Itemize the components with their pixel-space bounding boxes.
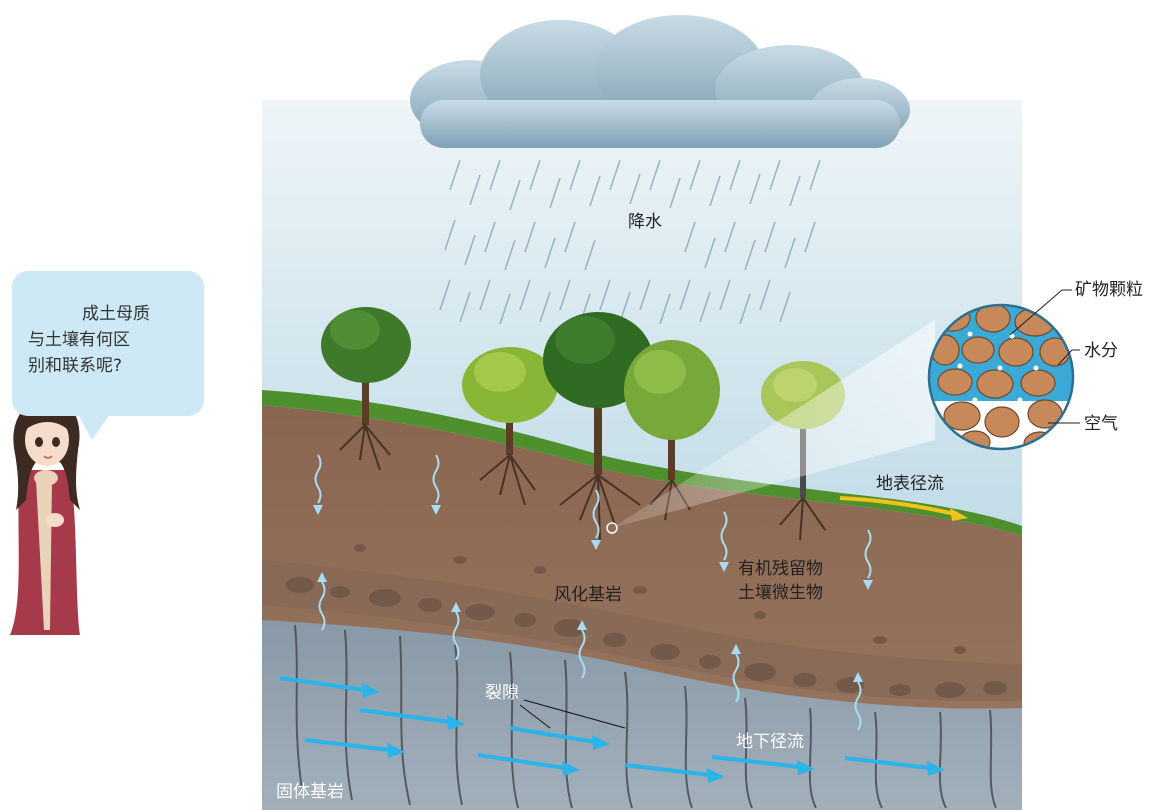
air-label: 空气 — [1084, 414, 1118, 434]
grass-strip — [262, 390, 1022, 536]
infiltration-arrow — [863, 529, 873, 590]
capillary-rise-arrow — [731, 644, 741, 703]
tree — [462, 347, 558, 455]
speech-line-1: 成土母质 — [82, 304, 150, 324]
mineral-particles-label: 矿物颗粒 — [1075, 280, 1143, 300]
bedrock-layer — [262, 620, 1022, 810]
underground-runoff-label: 地下径流 — [736, 732, 804, 752]
capillary-rise-arrow — [451, 602, 461, 661]
capillary-rise-arrow — [317, 572, 327, 631]
surface-runoff-label: 地表径流 — [876, 474, 944, 494]
weathered-bedrock-label: 风化基岩 — [554, 585, 622, 605]
surface-runoff-arrow — [839, 496, 968, 521]
magnify-beam — [612, 320, 935, 528]
organic-residue-label: 有机残留物 — [738, 559, 823, 579]
fissure-leaders — [519, 699, 626, 729]
trees — [321, 307, 845, 498]
infiltration-arrow — [719, 511, 729, 572]
rain-streaks — [439, 159, 821, 325]
tree — [321, 307, 411, 425]
speech-bubble-tail — [78, 414, 110, 440]
precipitation-label: 降水 — [628, 212, 662, 232]
speech-line-3: 别和联系呢? — [28, 356, 123, 376]
speech-line-2: 与土壤有何区 — [28, 330, 130, 350]
speech-bubble — [12, 271, 204, 416]
speech-bubble-text: 成土母质 与土壤有何区 别和联系呢? — [28, 301, 188, 379]
fissures-label: 裂隙 — [485, 683, 519, 703]
infiltration-arrow — [313, 454, 323, 515]
capillary-rise-arrow — [577, 620, 587, 679]
soil-particle-magnifier — [927, 303, 1075, 451]
weathered-layer — [262, 560, 1022, 701]
underground-runoff-arrows — [279, 676, 945, 783]
roots — [339, 424, 826, 541]
tree — [624, 340, 720, 480]
solid-bedrock-label: 固体基岩 — [276, 782, 344, 802]
infiltration-arrow — [591, 489, 601, 550]
student-character — [10, 398, 81, 635]
soil-microbes-label: 土壤微生物 — [738, 583, 823, 603]
infiltration-arrow — [431, 454, 441, 515]
magnifier-leaders — [1009, 289, 1080, 424]
water-label: 水分 — [1084, 341, 1118, 361]
capillary-rise-arrow — [853, 672, 863, 731]
rain-cloud — [410, 15, 910, 148]
magnify-origin — [606, 522, 618, 534]
water-movement-arrows — [313, 454, 873, 731]
weathered-pebbles — [286, 544, 1007, 698]
